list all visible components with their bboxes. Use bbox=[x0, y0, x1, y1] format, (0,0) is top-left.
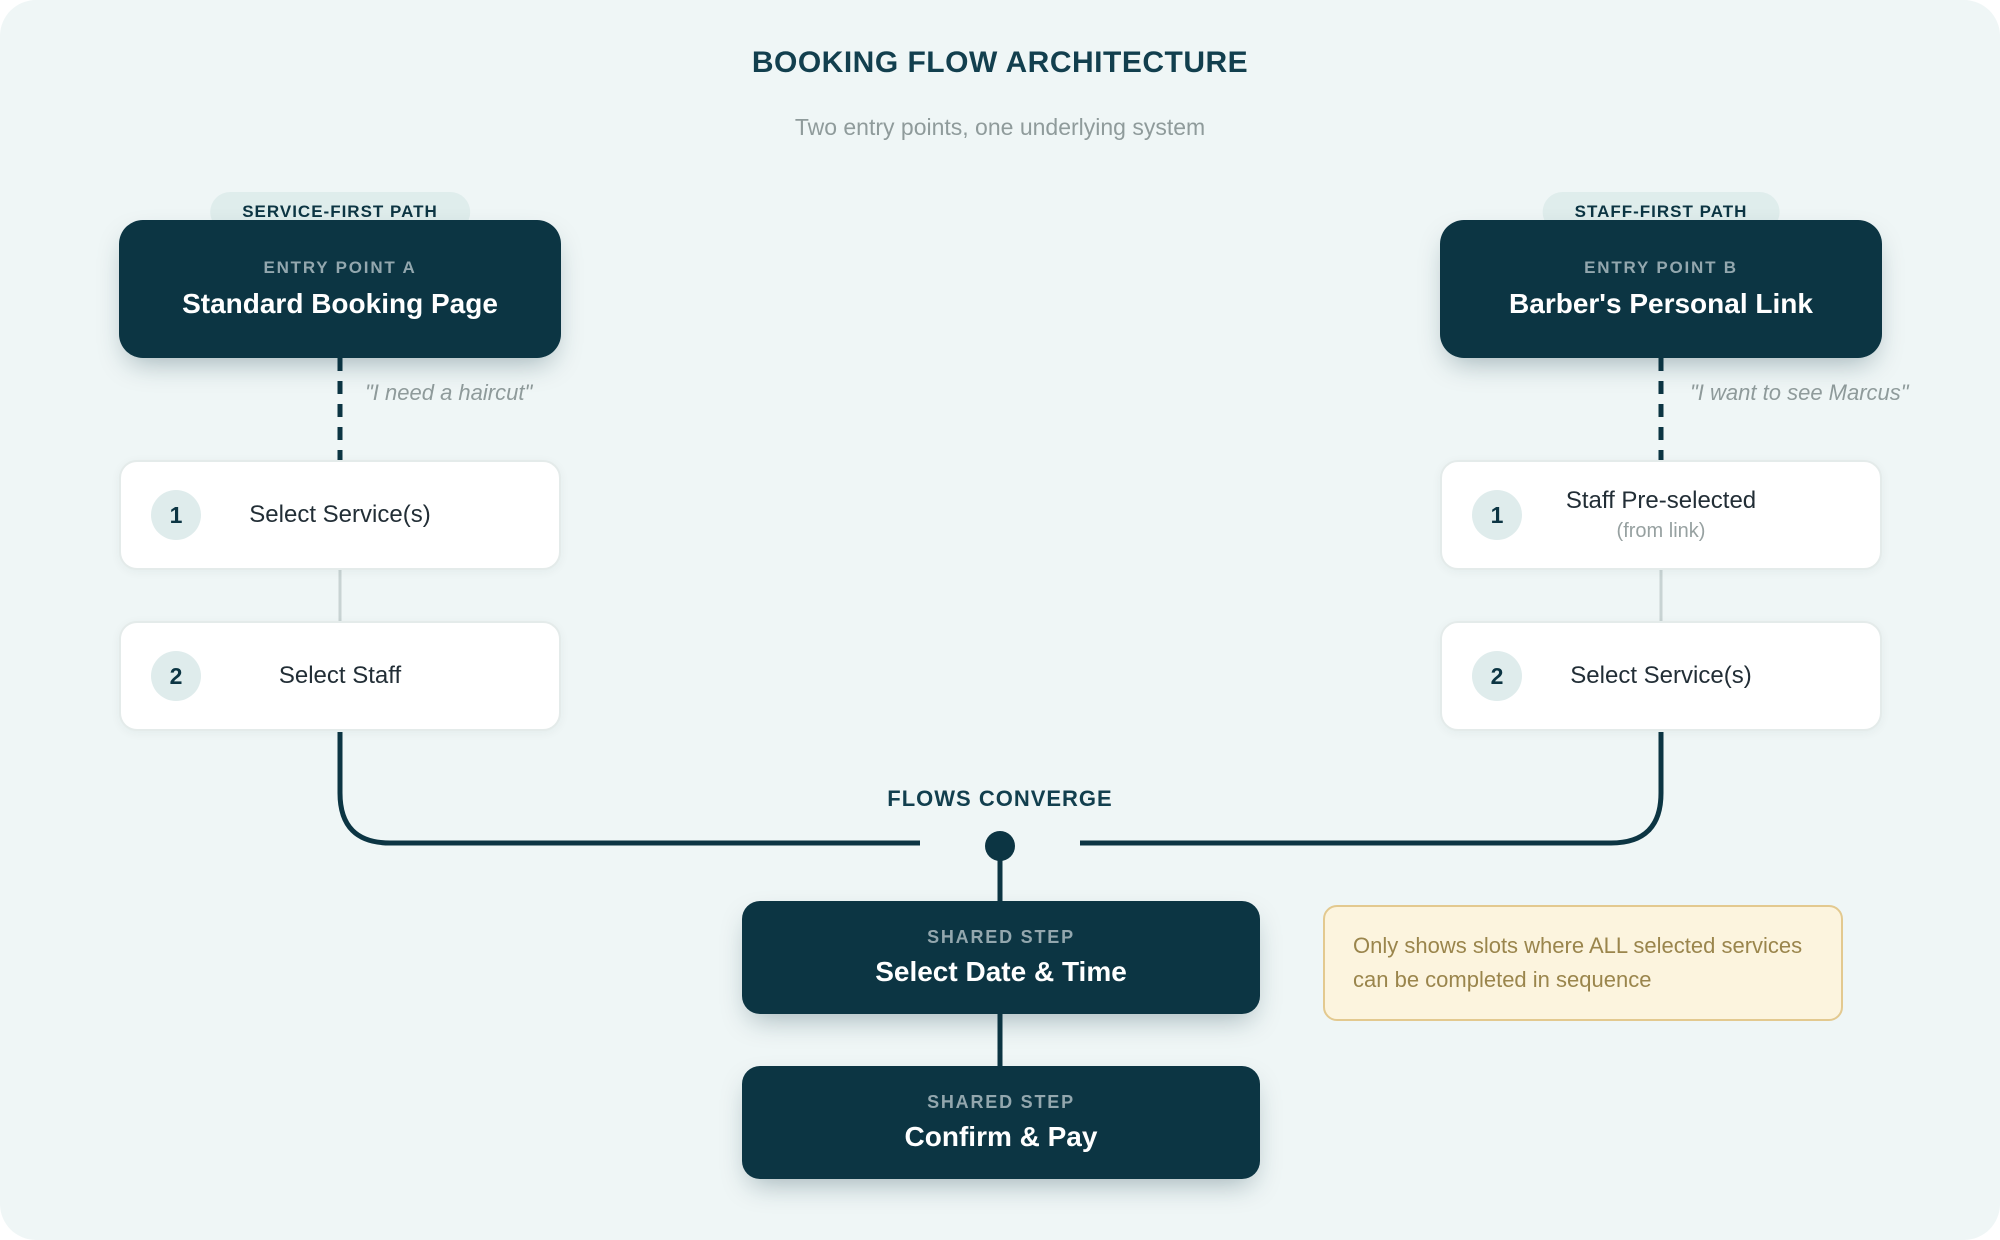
step-box-left-2: 2 Select Staff bbox=[119, 621, 561, 731]
entry-point-a-kicker: ENTRY POINT A bbox=[263, 258, 417, 277]
step-number-circle: 1 bbox=[1472, 490, 1522, 540]
shared-step-kicker: SHARED STEP bbox=[927, 1092, 1075, 1112]
quote-right: "I want to see Marcus" bbox=[1690, 380, 1909, 405]
entry-point-b-kicker: ENTRY POINT B bbox=[1584, 258, 1738, 277]
right-converge-curve bbox=[1080, 732, 1664, 846]
step-label: Select Service(s) bbox=[249, 501, 431, 528]
step-box-right-2: 2 Select Service(s) bbox=[1440, 621, 1882, 731]
left-converge-curve bbox=[337, 732, 920, 846]
step-label: Select Staff bbox=[278, 662, 402, 689]
step-number-circle: 2 bbox=[151, 651, 201, 701]
shared-step-kicker: SHARED STEP bbox=[927, 927, 1075, 947]
step-box-left-1: 1 Select Service(s) bbox=[119, 460, 561, 570]
quote-left: "I need a haircut" bbox=[365, 380, 533, 405]
shared-step-box-2: SHARED STEP Confirm & Pay bbox=[742, 1066, 1260, 1179]
shared-step-box-1: SHARED STEP Select Date & Time bbox=[742, 901, 1260, 1014]
step-sublabel: (from link) bbox=[1616, 520, 1706, 542]
step-label: Select Service(s) bbox=[1570, 662, 1752, 689]
flows-converge-label: FLOWS CONVERGE bbox=[887, 786, 1113, 811]
step-box-right-1: 1 Staff Pre-selected (from link) bbox=[1440, 460, 1882, 570]
step-label: Staff Pre-selected bbox=[1565, 487, 1757, 514]
shared-step-title: Select Date & Time bbox=[875, 956, 1127, 987]
note-text: Only shows slots where ALL selected serv… bbox=[1353, 933, 1803, 993]
step-number-circle: 1 bbox=[151, 490, 201, 540]
converge-dot bbox=[985, 831, 1015, 861]
note-box: Only shows slots where ALL selected serv… bbox=[1323, 905, 1843, 1022]
page-subtitle: Two entry points, one underlying system bbox=[794, 114, 1206, 140]
entry-point-a-title: Standard Booking Page bbox=[182, 288, 498, 319]
entry-point-b-box: ENTRY POINT B Barber's Personal Link bbox=[1440, 220, 1882, 358]
page-title: BOOKING FLOW ARCHITECTURE bbox=[751, 46, 1249, 79]
entry-point-a-box: ENTRY POINT A Standard Booking Page bbox=[119, 220, 561, 358]
entry-point-b-title: Barber's Personal Link bbox=[1509, 288, 1813, 319]
step-number-circle: 2 bbox=[1472, 651, 1522, 701]
shared-step-title: Confirm & Pay bbox=[904, 1121, 1098, 1152]
